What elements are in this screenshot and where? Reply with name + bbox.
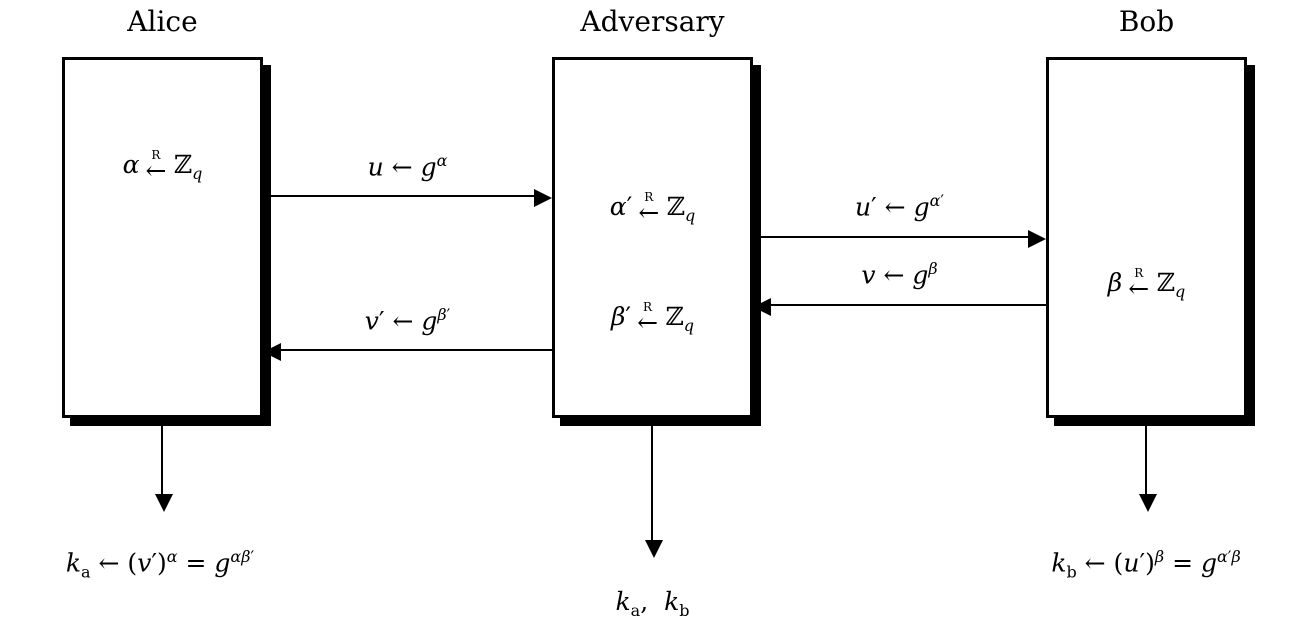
message-alice-to-adversary: u ← gα: [367, 151, 448, 182]
alice-title: Alice: [127, 5, 198, 38]
arrow-adversary-to-bob: [753, 230, 1046, 248]
message-bob-to-adversary: v ← gβ: [861, 259, 938, 290]
arrowhead-down-icon: [1139, 494, 1157, 512]
adversary-output-arrow: [645, 426, 663, 558]
bob-key-output: kb ← (u′)β = gα′β: [1051, 547, 1241, 582]
alice-key-output: ka ← (v′)α = gαβ′: [65, 547, 255, 582]
adversary-sample-line-2: β′R←ℤq: [610, 299, 695, 337]
adversary-key-output: ka, kb: [615, 587, 690, 620]
arrowhead-down-icon: [155, 494, 173, 512]
arrow-alice-to-adversary: [263, 189, 552, 207]
arrowhead-right-icon: [1028, 230, 1046, 248]
alice-output-arrow: [155, 426, 173, 512]
adversary-title: Adversary: [580, 5, 725, 38]
adversary-box: α′R←ℤq β′R←ℤq: [552, 57, 753, 418]
arrowhead-left-icon: [263, 343, 281, 361]
bob-output-arrow: [1139, 426, 1157, 512]
arrowhead-right-icon: [534, 189, 552, 207]
message-adversary-to-bob: u′ ← gα′: [854, 191, 945, 222]
bob-title: Bob: [1118, 5, 1175, 38]
adversary-sample-line-1: α′R←ℤq: [609, 189, 696, 227]
arrowhead-down-icon: [645, 540, 663, 558]
arrowhead-left-icon: [753, 298, 771, 316]
message-adversary-to-alice: v′ ← gβ′: [364, 305, 451, 336]
arrow-adversary-to-alice: [263, 343, 552, 361]
arrow-bob-to-adversary: [753, 298, 1046, 316]
